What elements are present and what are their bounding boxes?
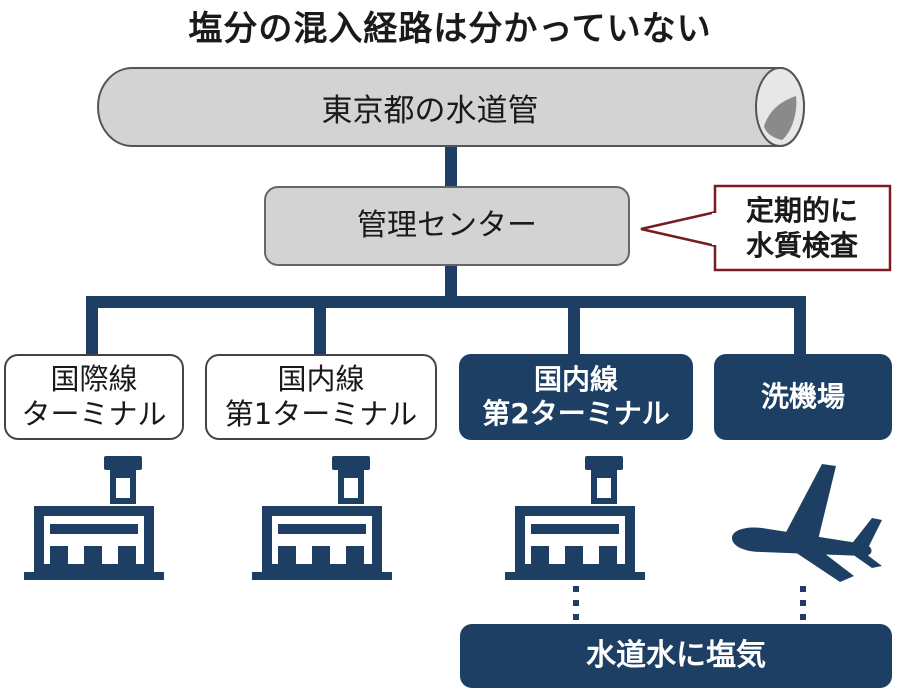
water-pipe-label: 東京都の水道管 [321, 92, 539, 129]
connector-bus [86, 296, 806, 308]
connector-branch-4 [794, 296, 806, 358]
terminal-building-icon [505, 456, 645, 580]
branch-2-line-2: 第1ターミナル [224, 397, 418, 431]
airplane-icon [732, 464, 882, 582]
result-box: 水道水に塩気 [460, 624, 892, 688]
branch-2-line-1: 国内線 [277, 362, 365, 397]
connector-branch-3 [568, 296, 580, 358]
callout-line-1: 定期的に [745, 194, 858, 227]
connector-branch-1 [86, 296, 98, 358]
connector-branch-2 [314, 296, 326, 358]
branch-4-line-1: 洗機場 [760, 380, 845, 414]
result-label: 水道水に塩気 [586, 638, 766, 673]
connector-pipe-to-center [445, 140, 457, 194]
branch-1-line-1: 国際線 [50, 362, 138, 397]
branch-box-domestic-terminal-2: 国内線 第2ターミナル [459, 354, 693, 440]
branch-1-line-2: ターミナル [21, 397, 167, 431]
management-center-label: 管理センター [357, 208, 537, 243]
callout-text: 定期的に 水質検査 [716, 188, 888, 268]
water-pipe-icon [97, 67, 805, 147]
terminal-building-icon [252, 456, 392, 580]
diagram-title: 塩分の混入経路は分かっていない [188, 9, 712, 49]
connector-center-to-bus [445, 264, 457, 306]
terminal-building-icon [24, 456, 164, 580]
branch-3-line-2: 第2ターミナル [482, 397, 670, 430]
management-center-box: 管理センター [264, 186, 630, 266]
branch-3-line-1: 国内線 [533, 363, 618, 397]
branch-box-domestic-terminal-1: 国内線 第1ターミナル [205, 354, 437, 440]
branch-box-international-terminal: 国際線 ターミナル [4, 354, 184, 440]
branch-box-washing-area: 洗機場 [714, 354, 892, 440]
dotted-connectors [573, 586, 806, 620]
callout-bubble [640, 184, 892, 272]
callout-line-2: 水質検査 [745, 229, 858, 262]
